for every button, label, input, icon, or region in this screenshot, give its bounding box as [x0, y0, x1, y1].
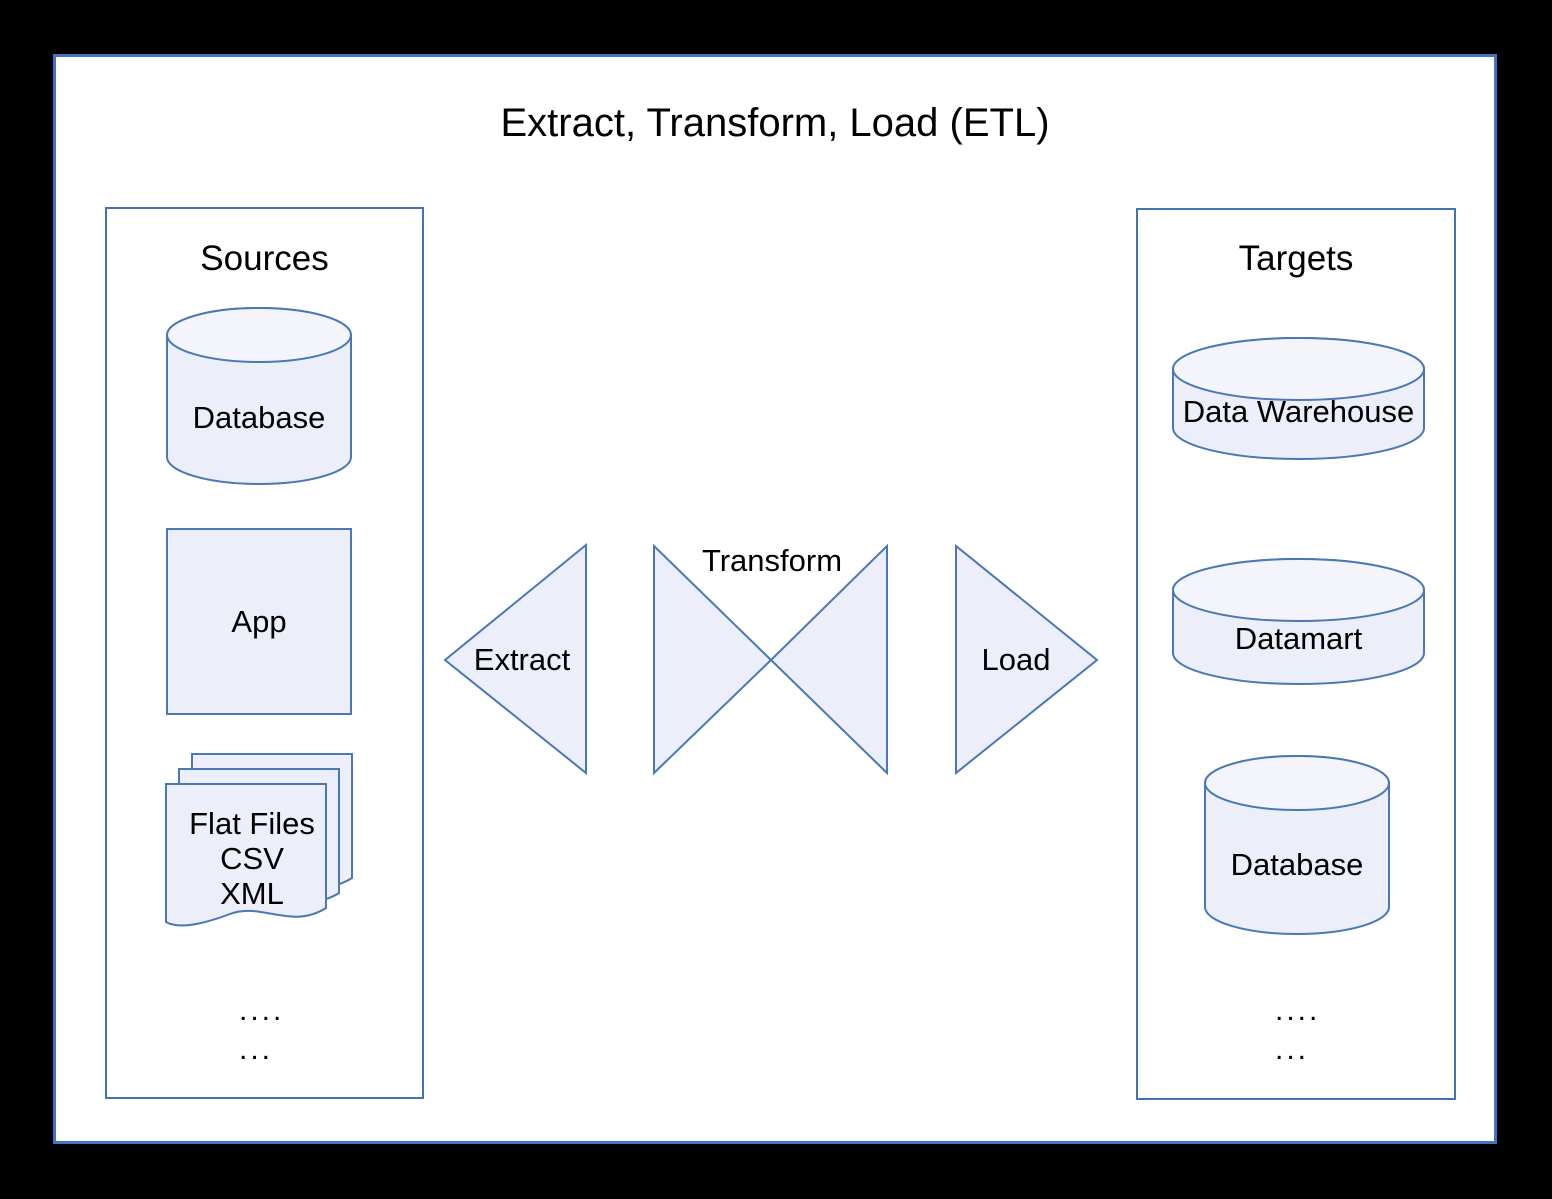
flat-files-shape [165, 753, 353, 937]
load-triangle-shape [955, 543, 1099, 776]
database-cylinder-icon [1204, 755, 1390, 935]
transform-bowtie-right-shape [769, 543, 888, 776]
target-database-shape: Database [1204, 755, 1390, 935]
wide-cylinder-icon [1172, 337, 1425, 460]
datamart-shape: Datamart [1172, 558, 1425, 685]
extract-triangle-shape [443, 542, 587, 776]
page-title: Extract, Transform, Load (ETL) [500, 101, 1050, 145]
database-cylinder-icon [166, 307, 352, 485]
targets-heading: Targets [1238, 239, 1354, 278]
flow-shapes [443, 542, 1099, 776]
flat-files-label: Flat Files CSV XML [189, 806, 315, 911]
data-warehouse-shape: Data Warehouse [1172, 337, 1425, 460]
diagram-panel: Extract, Transform, Load (ETL) Sources D… [53, 54, 1497, 1144]
app-shape: App [166, 528, 352, 715]
targets-box: Targets Data Warehouse Datamart [1136, 208, 1456, 1100]
document-stack-icon [165, 753, 353, 927]
source-database-label: Database [192, 400, 326, 435]
app-label: App [231, 603, 287, 639]
datamart-label: Datamart [1234, 621, 1363, 656]
sources-heading: Sources [200, 239, 329, 278]
transform-label: Transform [701, 543, 843, 578]
source-database-shape: Database [166, 307, 352, 485]
target-database-label: Database [1230, 847, 1364, 882]
wide-cylinder-icon [1172, 558, 1425, 685]
targets-ellipsis: .... ... [1275, 994, 1321, 1066]
sources-ellipsis: .... ... [239, 994, 285, 1066]
load-label: Load [981, 642, 1051, 677]
transform-bowtie-left-shape [653, 543, 773, 776]
extract-label: Extract [473, 642, 571, 677]
data-warehouse-label: Data Warehouse [1182, 394, 1415, 429]
sources-box: Sources Database App [105, 207, 424, 1099]
